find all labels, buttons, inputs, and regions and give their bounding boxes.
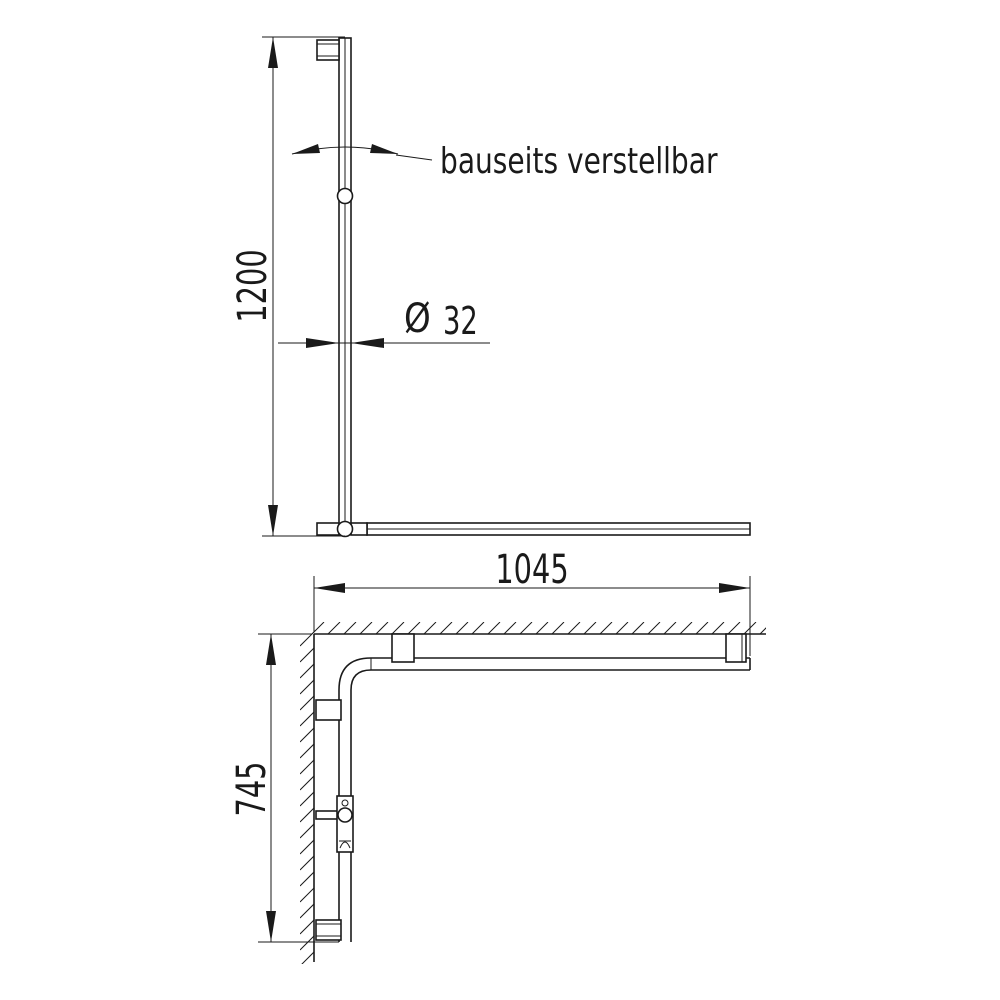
height-dimension-label: 1200 — [230, 249, 276, 322]
l-bar-inner — [350, 669, 750, 942]
back-flange-right — [725, 633, 747, 663]
corner-joint — [336, 520, 354, 538]
slider-knob — [336, 187, 354, 205]
back-wall-hatching — [311, 622, 766, 634]
diameter-symbol: Ø — [404, 295, 431, 341]
depth-dimension-label: 745 — [229, 762, 275, 817]
adjustable-note: bauseits verstellbar — [440, 140, 718, 182]
shower-holder — [315, 795, 354, 853]
front-view: 1200 Ø 32 bauseits verstellbar — [230, 36, 751, 538]
top-wall-flange — [316, 39, 340, 61]
width-dimension-label: 1045 — [495, 547, 568, 593]
bottom-wall-flange — [316, 522, 340, 536]
back-flange-left — [391, 633, 415, 663]
diameter-value-label: 32 — [443, 298, 478, 343]
side-flange-bottom — [315, 919, 342, 941]
l-bar-outer — [338, 657, 750, 942]
side-flange-top — [315, 699, 342, 721]
plan-view: 1045 745 — [229, 547, 766, 964]
